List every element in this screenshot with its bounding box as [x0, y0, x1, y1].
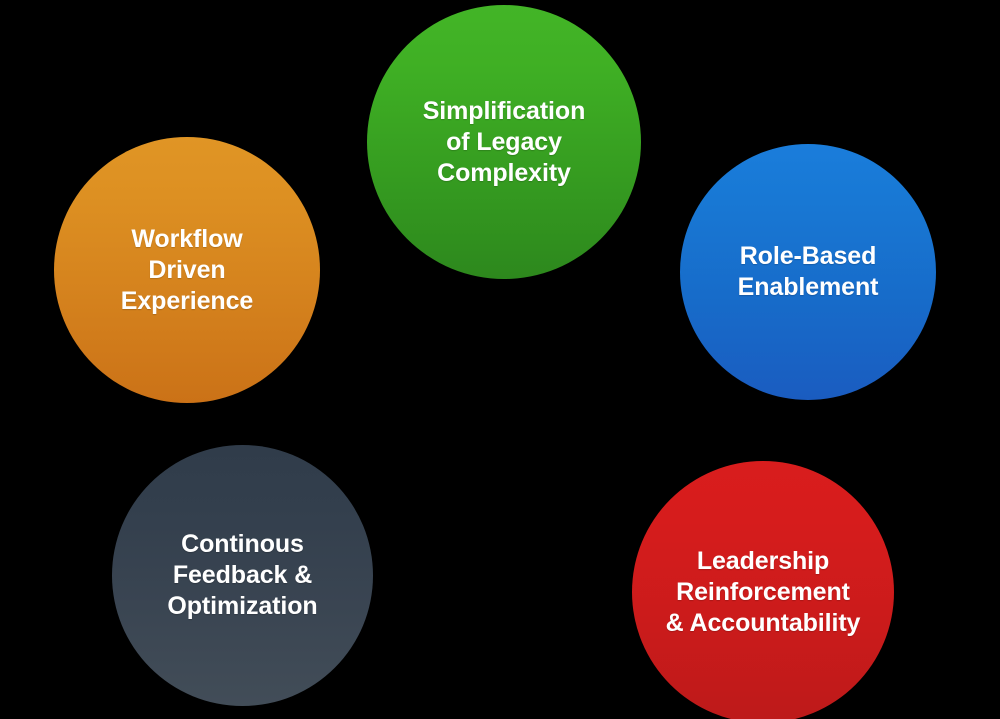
bubble-label: Workflow Driven Experience	[120, 224, 254, 315]
bubble-label: Simplification of Legacy Complexity	[422, 96, 586, 187]
bubble-simplification-of-legacy-complexity[interactable]: Simplification of Legacy Complexity	[367, 5, 641, 279]
bubble-label: Continous Feedback & Optimization	[167, 530, 318, 620]
bubble-label: Role-Based Enablement	[737, 242, 879, 301]
bubble-leadership-reinforcement-accountability[interactable]: Leadership Reinforcement & Accountabilit…	[632, 461, 894, 719]
bubble-role-based-enablement[interactable]: Role-Based Enablement	[680, 144, 936, 400]
bubble-continous-feedback-optimization[interactable]: Continous Feedback & Optimization	[112, 445, 373, 706]
bubble-workflow-driven-experience[interactable]: Workflow Driven Experience	[54, 137, 320, 403]
bubble-label: Leadership Reinforcement & Accountabilit…	[665, 546, 861, 637]
